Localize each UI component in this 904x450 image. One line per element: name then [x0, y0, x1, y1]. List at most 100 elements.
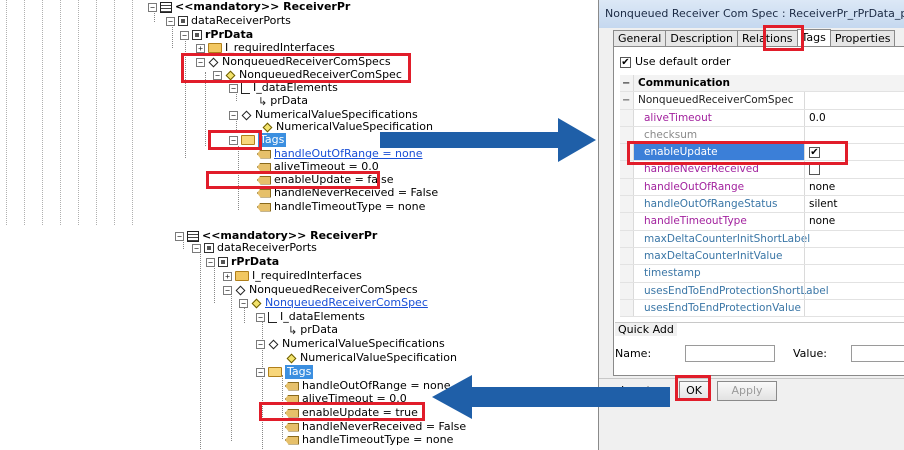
diamond-yellow-icon	[286, 353, 297, 363]
property-row-handleneverreceived[interactable]: handleNeverReceived	[620, 161, 904, 179]
property-value[interactable]: 0.0	[804, 109, 904, 126]
tree-item-rport[interactable]: −rPrData	[180, 28, 253, 42]
property-name: handleTimeoutType	[644, 215, 747, 228]
tab-general[interactable]: General	[613, 30, 667, 47]
package-icon	[178, 16, 188, 26]
property-name: handleOutOfRangeStatus	[644, 198, 778, 211]
tree-item-required-interfaces[interactable]: +I_requiredInterfaces	[223, 269, 362, 283]
property-value[interactable]	[804, 247, 904, 265]
tree-item-rport[interactable]: −rPrData	[206, 255, 279, 269]
tree-item-prdata[interactable]: ↳prData	[288, 323, 338, 337]
collapse-icon[interactable]: −	[192, 243, 201, 253]
tree-root[interactable]: −<<mandatory>> ReceiverPr	[148, 0, 350, 14]
property-name: enableUpdate	[644, 146, 718, 159]
tree-item-numerical-specs[interactable]: −NumericalValueSpecifications	[229, 108, 418, 122]
tree-item-numerical-specs[interactable]: −NumericalValueSpecifications	[256, 337, 445, 351]
collapse-icon[interactable]: −	[223, 285, 232, 295]
tag-item-enable-update[interactable]: enableUpdate = false	[257, 173, 394, 187]
property-value[interactable]	[804, 126, 904, 144]
property-row-usesendtoendprotectionshortlabel[interactable]: usesEndToEndProtectionShortLabel	[620, 282, 904, 300]
tree-item-data-elements[interactable]: −I_dataElements	[229, 81, 338, 95]
package-icon	[204, 243, 214, 253]
expand-icon[interactable]: +	[196, 43, 205, 53]
collapse-icon[interactable]: −	[622, 78, 631, 89]
collapse-icon[interactable]: −	[622, 95, 631, 107]
tree-item-comspecs[interactable]: −NonqueuedReceiverComSpecs	[196, 55, 391, 69]
tab-properties[interactable]: Properties	[829, 30, 896, 47]
tree-item-prdata[interactable]: ↳prData	[258, 94, 308, 108]
tag-item[interactable]: handleNeverReceived = False	[285, 420, 466, 434]
use-default-order-checkbox[interactable]: ✔	[620, 56, 631, 68]
tree-item-tags[interactable]: −Tags	[256, 365, 314, 379]
use-default-order-option[interactable]: ✔Use default order	[620, 55, 731, 68]
section-label: Communication	[638, 77, 730, 89]
property-value[interactable]	[804, 299, 904, 317]
tree-root[interactable]: −<<mandatory>> ReceiverPr	[175, 229, 377, 243]
collapse-icon[interactable]: −	[229, 83, 238, 93]
collapse-icon[interactable]: −	[213, 70, 222, 80]
property-value[interactable]: silent	[804, 196, 904, 213]
tree-item-data-elements[interactable]: −I_dataElements	[256, 310, 365, 324]
section-communication[interactable]: − Communication	[620, 75, 904, 93]
apply-button[interactable]: Apply	[717, 381, 777, 401]
property-row-handletimeouttype[interactable]: handleTimeoutType none	[620, 213, 904, 231]
collapse-icon[interactable]: −	[256, 339, 265, 349]
property-row-maxdeltacounterinitshortlabel[interactable]: maxDeltaCounterInitShortLabel	[620, 230, 904, 248]
property-row-maxdeltacounterinitvalue[interactable]: maxDeltaCounterInitValue	[620, 247, 904, 266]
collapse-icon[interactable]: −	[206, 257, 215, 267]
ok-button[interactable]: OK	[679, 381, 709, 401]
diamond-icon	[235, 285, 246, 295]
tree-item-comspecs[interactable]: −NonqueuedReceiverComSpecs	[223, 283, 418, 297]
tree-item-numerical-spec[interactable]: NumericalValueSpecification	[286, 351, 457, 365]
reference-icon	[241, 82, 250, 94]
diamond-yellow-icon	[262, 122, 273, 132]
tree-item-tags[interactable]: −Tags	[229, 133, 287, 147]
property-row-enableupdate[interactable]: enableUpdate ✔	[620, 144, 904, 162]
collapse-icon[interactable]: −	[175, 231, 184, 241]
name-input[interactable]	[685, 345, 775, 362]
property-checkbox[interactable]	[809, 163, 820, 175]
property-value[interactable]: none	[804, 213, 904, 230]
folder-icon	[235, 271, 249, 281]
tree-item-ports[interactable]: −dataReceiverPorts	[166, 14, 291, 28]
tag-item[interactable]: handleOutOfRange = none	[257, 147, 422, 161]
collapse-icon[interactable]: −	[180, 30, 189, 40]
property-value-cell[interactable]: ✔	[804, 144, 904, 161]
diamond-yellow-icon	[251, 298, 262, 308]
collapse-icon[interactable]: −	[239, 298, 248, 308]
property-value[interactable]	[804, 230, 904, 247]
tab-description[interactable]: Description	[665, 30, 739, 47]
tree-item-required-interfaces[interactable]: +I_requiredInterfaces	[196, 41, 335, 55]
value-input[interactable]	[851, 345, 904, 362]
tag-item[interactable]: handleTimeoutType = none	[285, 433, 453, 447]
collapse-icon[interactable]: −	[229, 135, 238, 145]
expand-icon[interactable]: +	[223, 271, 232, 281]
tab-tags[interactable]: Tags	[796, 29, 831, 48]
collapse-icon[interactable]: −	[256, 312, 265, 322]
collapse-icon[interactable]: −	[196, 57, 205, 67]
tag-item[interactable]: handleTimeoutType = none	[257, 200, 425, 214]
property-checkbox[interactable]: ✔	[809, 146, 820, 158]
tree-item-numerical-spec[interactable]: NumericalValueSpecification	[262, 120, 433, 134]
property-value[interactable]: none	[804, 178, 904, 196]
collapse-icon[interactable]: −	[148, 2, 157, 12]
collapse-icon[interactable]: −	[166, 16, 175, 26]
collapse-icon[interactable]: −	[256, 367, 265, 377]
tag-item-enable-update[interactable]: enableUpdate = true	[285, 406, 418, 420]
tree-item-comspec[interactable]: −NonqueuedReceiverComSpec	[239, 296, 428, 310]
property-value[interactable]	[804, 265, 904, 282]
property-row-handleoutofrangestatus[interactable]: handleOutOfRangeStatus silent	[620, 196, 904, 214]
tab-relations[interactable]: Relations	[737, 30, 798, 47]
collapse-icon[interactable]: −	[229, 110, 238, 120]
property-value[interactable]	[804, 282, 904, 299]
tree-item-ports[interactable]: −dataReceiverPorts	[192, 241, 317, 255]
tag-item[interactable]: handleNeverReceived = False	[257, 186, 438, 200]
tree-item-comspec[interactable]: −NonqueuedReceiverComSpec	[213, 68, 402, 82]
subsection-comspec[interactable]: − NonqueuedReceiverComSpec	[620, 92, 904, 110]
property-row-timestamp[interactable]: timestamp	[620, 265, 904, 283]
property-row-usesendtoendprotectionvalue[interactable]: usesEndToEndProtectionValue	[620, 299, 904, 318]
tag-item[interactable]: handleOutOfRange = none	[285, 379, 450, 393]
tag-icon	[257, 175, 271, 185]
